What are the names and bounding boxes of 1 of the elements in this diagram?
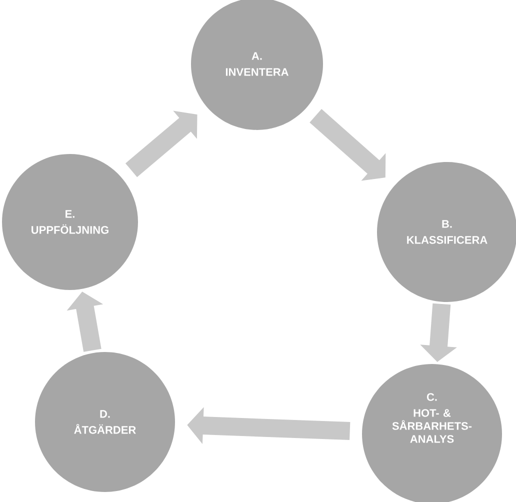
arrow: [125, 110, 198, 178]
